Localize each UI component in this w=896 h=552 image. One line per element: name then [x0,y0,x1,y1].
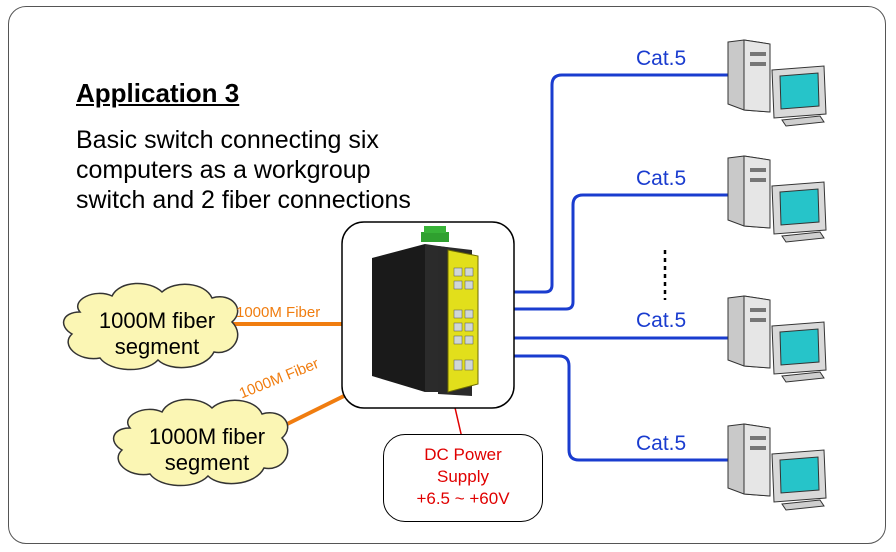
cloud-line: segment [164,450,250,475]
power-line-3: +6.5 ~ +60V [416,489,510,508]
industrial-switch-icon [372,226,479,396]
cloud-line: 1000M fiber [148,424,266,449]
cat5-label-2: Cat.5 [636,167,687,190]
cat5-label-4: Cat.5 [636,432,687,455]
computer-icon [727,295,827,383]
cat5-label-3: Cat.5 [636,309,687,332]
computer-icon [727,155,827,243]
cloud-line: 1000M fiber [98,308,216,333]
cloud-line: segment [114,334,200,359]
cat5-label-1: Cat.5 [636,47,687,70]
cat5-line-1 [512,73,728,294]
power-line-2: Supply [437,467,489,486]
diagram-description: Basic switch connecting six computers as… [76,125,411,215]
cat5-line-2 [512,193,728,311]
cat5-line-4 [512,354,728,462]
description-line: Basic switch connecting six [76,126,379,154]
cloud-label-2: 1000M fiber segment [132,424,282,476]
computer-icon [727,39,827,127]
power-line-1: DC Power [424,445,502,464]
description-line: switch and 2 fiber connections [76,186,411,214]
computer-icon [727,423,827,511]
cloud-label-1: 1000M fiber segment [82,308,232,360]
description-line: computers as a workgroup [76,156,371,184]
cloud-icon [62,282,239,371]
power-supply-box: DC Power Supply +6.5 ~ +60V [383,434,543,522]
cloud-icon [112,398,289,487]
diagram-title: Application 3 [76,78,240,108]
fiber-label-1: 1000M Fiber [236,304,321,321]
